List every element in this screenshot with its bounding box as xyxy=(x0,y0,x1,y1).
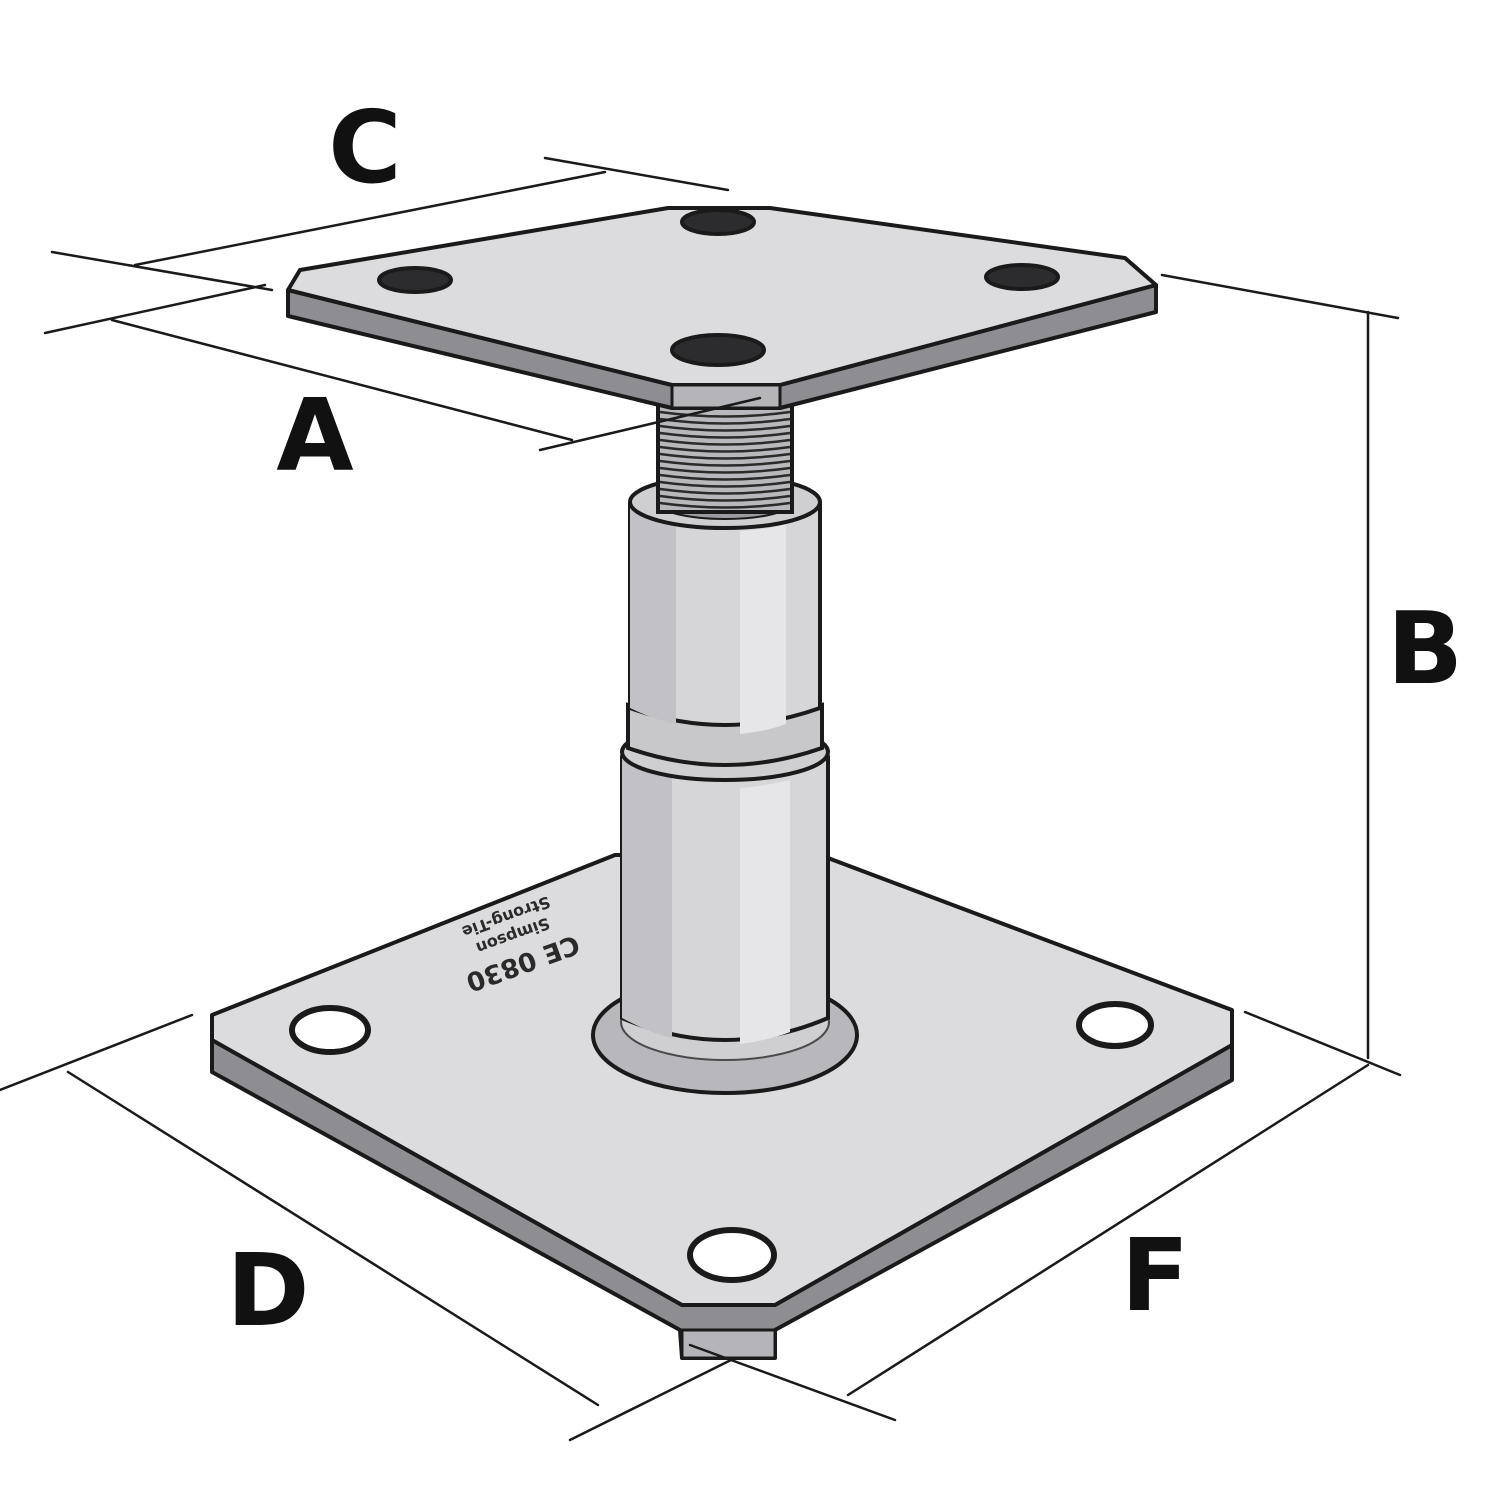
top-plate-chamfer xyxy=(670,383,782,410)
dim-a-ext-right xyxy=(538,396,762,452)
dim-label-f: F xyxy=(1121,1217,1189,1334)
thread-ridge xyxy=(659,466,791,474)
dim-b-ext-bottom xyxy=(1243,1010,1402,1077)
base-hole-left xyxy=(289,1005,371,1055)
dim-f-ext-front xyxy=(688,1343,897,1422)
dim-c-line xyxy=(133,170,607,267)
upper-tube-highlight xyxy=(740,524,786,734)
upper-tube-shading xyxy=(630,505,676,724)
dim-label-c: C xyxy=(328,89,401,206)
lower-tube-highlight xyxy=(740,780,790,1044)
thread-ridge xyxy=(659,473,791,481)
dim-label-d: D xyxy=(226,1232,309,1349)
base-hole-front xyxy=(687,1227,777,1283)
top-hole-back xyxy=(680,208,756,236)
lower-tube-shading xyxy=(622,758,672,1038)
dim-b-ext-top xyxy=(1160,273,1400,320)
dim-d-ext-left xyxy=(0,1013,194,1092)
dim-a-ext-left xyxy=(43,283,267,335)
thread-ridge xyxy=(659,410,791,418)
thread-ridge xyxy=(659,424,791,432)
manufacturer-stamp: CE 0830 Simpson Strong-Tie xyxy=(459,892,583,997)
dim-label-b: B xyxy=(1387,590,1463,707)
dim-d-ext-right xyxy=(568,1356,737,1442)
thread-ridge xyxy=(659,445,791,453)
dim-c-ext-left xyxy=(50,250,274,292)
top-plate-top xyxy=(286,206,1158,387)
thread-ridge xyxy=(659,480,791,488)
thread-ridge xyxy=(659,417,791,425)
thread-ridge xyxy=(659,487,791,495)
dim-a-line xyxy=(110,318,574,442)
dim-c-ext-right xyxy=(543,156,730,192)
thread-ridge xyxy=(659,459,791,467)
top-plate xyxy=(286,206,1158,410)
rod-threads xyxy=(659,410,791,509)
thread-ridge xyxy=(659,494,791,502)
dim-label-a: A xyxy=(276,377,353,494)
dim-f-line xyxy=(846,1063,1370,1397)
top-hole-front xyxy=(670,333,766,367)
dimension-labels: C A B D F xyxy=(226,89,1463,1349)
thread-ridge xyxy=(659,438,791,446)
dimension-lines xyxy=(0,156,1402,1442)
base-plate-chamfer xyxy=(680,1328,777,1360)
top-hole-left xyxy=(377,266,453,294)
thread-ridge xyxy=(659,431,791,439)
dim-d-line xyxy=(66,1070,600,1407)
base-hole-right xyxy=(1076,1001,1154,1049)
thread-ridge xyxy=(659,452,791,460)
thread-ridge xyxy=(659,501,791,509)
post-tube xyxy=(620,474,830,1044)
top-hole-right xyxy=(984,263,1060,291)
